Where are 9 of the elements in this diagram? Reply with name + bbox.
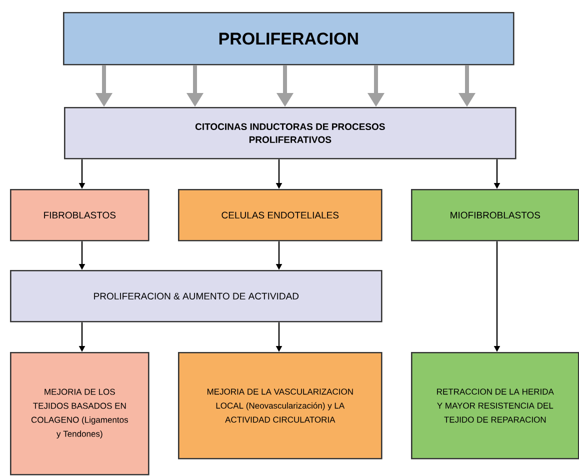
process-box: PROLIFERACION & AUMENTO DE ACTIVIDAD xyxy=(10,270,382,322)
process-box: CELULAS ENDOTELIALES xyxy=(178,189,382,242)
process-box: PROLIFERACION xyxy=(63,12,514,66)
process-box: CITOCINAS INDUCTORAS DE PROCESOS PROLIFERATIVOS xyxy=(64,107,516,160)
process-box: RETRACCION DE LA HERIDA Y MAYOR RESISTENCIA DEL TEJIDO DE REPARACION xyxy=(411,352,579,460)
process-box: MEJORIA DE LA VASCULARIZACION LOCAL (Neovascularización) y LA ACTIVIDAD CIRCULATORIA xyxy=(178,352,382,460)
process-box: MIOFIBROBLASTOS xyxy=(411,189,579,242)
process-box: MEJORIA DE LOS TEJIDOS BASADOS EN COLAGENO (Ligamentos y Tendones) xyxy=(10,352,150,476)
process-box: FIBROBLASTOS xyxy=(10,189,150,242)
